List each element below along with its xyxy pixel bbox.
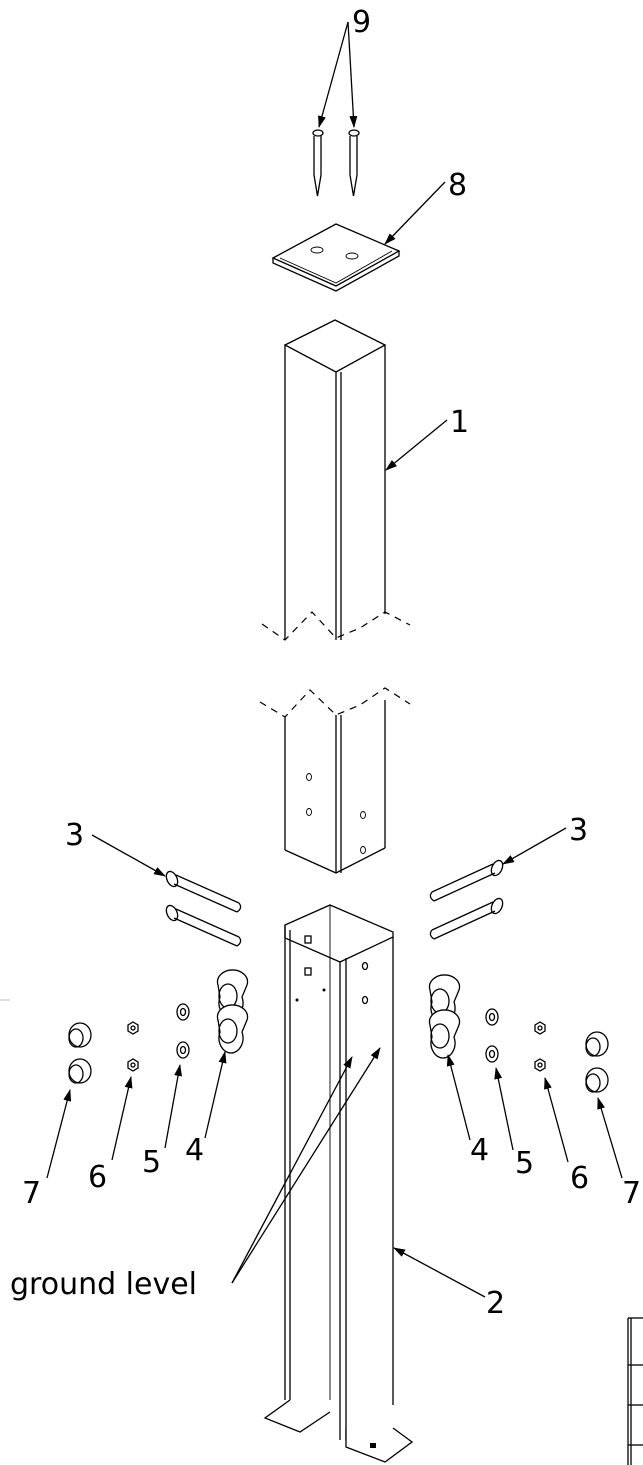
bolt-part-3-left-upper xyxy=(165,870,242,913)
callout-4-left: 4 xyxy=(185,1133,204,1168)
nut-part-6-right xyxy=(534,1021,546,1072)
ground-level-label: ground level xyxy=(10,1267,197,1302)
washer-part-5-left xyxy=(176,1003,190,1059)
callout-1: 1 xyxy=(450,405,469,440)
leader-4-right xyxy=(446,1054,471,1141)
callout-3-left: 3 xyxy=(65,818,84,853)
leader-2 xyxy=(393,1247,486,1298)
callout-2: 2 xyxy=(486,1286,505,1321)
leader-5-right xyxy=(494,1067,514,1151)
cap-part-7-left xyxy=(68,1022,92,1084)
leader-3-right xyxy=(502,827,567,865)
leader-6-right xyxy=(544,1077,569,1163)
nut-part-6-left xyxy=(127,1021,139,1072)
callout-3-right: 3 xyxy=(569,813,588,848)
spacer-part-4-left xyxy=(216,969,249,1054)
callout-6-left: 6 xyxy=(88,1160,107,1195)
leader-8 xyxy=(384,181,446,245)
leader-5-left xyxy=(164,1064,182,1149)
callout-5-right: 5 xyxy=(515,1146,534,1181)
bracket-part-2 xyxy=(263,904,414,1463)
callout-7-left: 7 xyxy=(22,1176,41,1211)
leader-6-left xyxy=(111,1076,133,1161)
callout-5-left: 5 xyxy=(142,1145,161,1180)
nail-part-9-right xyxy=(348,129,360,197)
nail-part-9-left xyxy=(312,129,324,197)
bolt-part-3-left-lower xyxy=(165,904,242,947)
cap-plate-part-8 xyxy=(271,223,401,292)
callout-4-right: 4 xyxy=(470,1133,489,1168)
leader-9 xyxy=(318,21,358,128)
leader-7-left xyxy=(46,1089,72,1179)
callout-9: 9 xyxy=(352,5,371,40)
leader-1 xyxy=(385,419,448,471)
ground-level-leaders xyxy=(231,1047,381,1284)
washer-part-5-right xyxy=(485,1008,499,1063)
bolt-part-3-right-lower xyxy=(429,897,504,940)
bolt-part-3-right-upper xyxy=(429,859,504,902)
leader-7-right xyxy=(597,1097,623,1179)
cap-part-7-right xyxy=(585,1031,609,1093)
callout-6-right: 6 xyxy=(570,1161,589,1196)
leader-4-left xyxy=(204,1051,227,1139)
callout-7-right: 7 xyxy=(622,1176,641,1211)
spacer-part-4-right xyxy=(428,974,461,1059)
parts-table-frame-partial xyxy=(627,1317,643,1465)
leader-3-left xyxy=(91,834,166,877)
callout-8: 8 xyxy=(448,168,467,203)
post-part-1-lower xyxy=(259,687,411,874)
post-part-1-upper xyxy=(261,319,411,641)
